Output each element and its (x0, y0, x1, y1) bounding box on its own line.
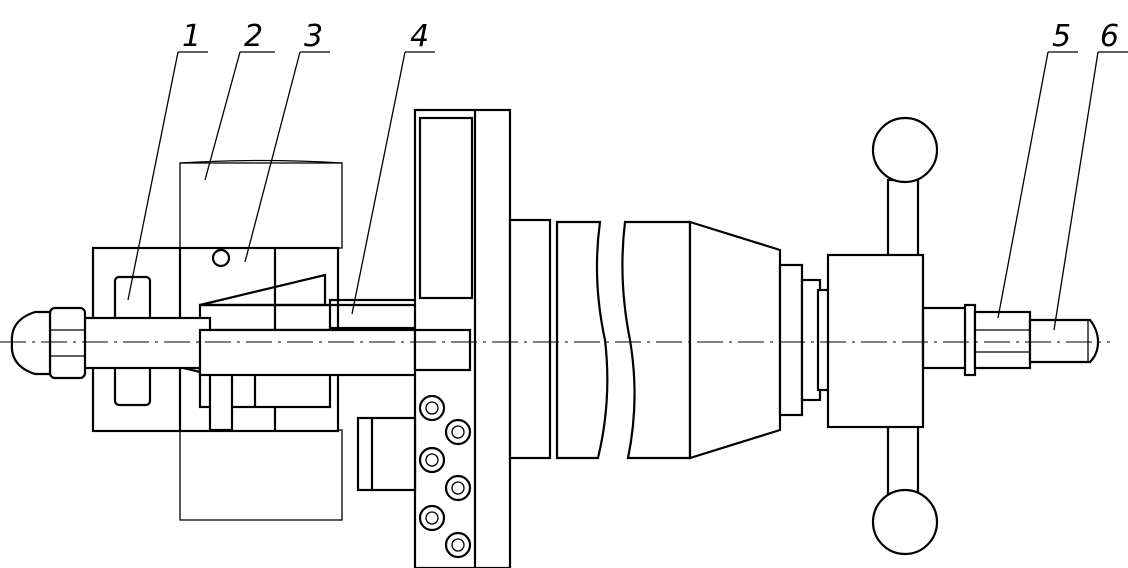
cap-nut (10, 310, 52, 376)
bolt-head (418, 394, 446, 422)
neck (778, 263, 832, 417)
bolt-head (418, 446, 446, 474)
callout-5: 5 (1052, 19, 1071, 54)
rod-right (921, 303, 1100, 377)
t-handle (826, 116, 939, 556)
callout-6: 6 (1100, 19, 1119, 54)
handle-ball-bottom[interactable] (871, 488, 939, 556)
bolt-group (418, 394, 472, 559)
callout-2: 2 (244, 19, 263, 54)
leader-lines (127, 51, 1128, 331)
clamp-block (356, 416, 417, 492)
bolt-head (444, 418, 472, 446)
tool-body (508, 218, 782, 460)
main-rod (198, 328, 442, 377)
bolt-head (418, 504, 446, 532)
handle-ball-top[interactable] (871, 116, 939, 184)
handle-hub (826, 253, 925, 429)
callout-3: 3 (304, 19, 323, 54)
pin-hole (211, 248, 231, 268)
callout-1: 1 (182, 19, 201, 54)
bolt-head (444, 474, 472, 502)
callout-4: 4 (410, 19, 429, 54)
nut-left (48, 306, 87, 380)
handle-bar-top[interactable] (886, 178, 920, 262)
nut-right (973, 310, 1032, 370)
rod-left (10, 306, 212, 380)
bolt-head (444, 531, 472, 559)
